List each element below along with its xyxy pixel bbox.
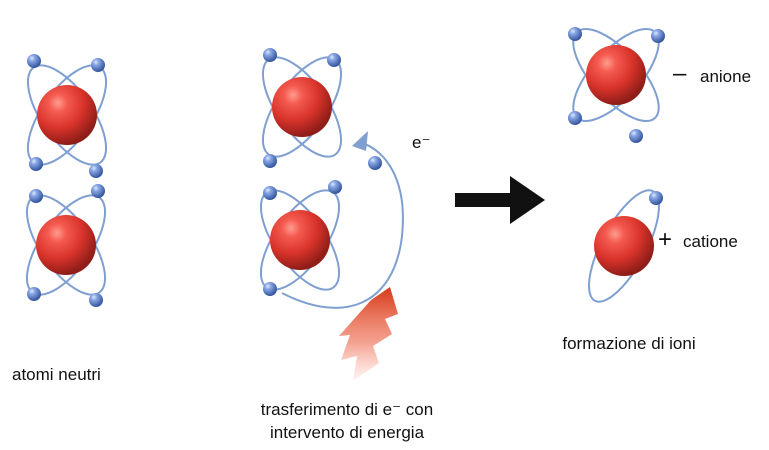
neutral-atom-top-left [26,54,108,178]
cation-atom [588,189,663,303]
ion-formation-label: formazione di ioni [562,334,696,353]
anion-atom [568,27,665,143]
electron-symbol: e⁻ [412,133,431,152]
big-right-arrow-icon [455,176,545,224]
neutral-atoms-label: atomi neutri [12,365,101,384]
lightning-icon [339,287,398,381]
cation-label: catione [683,232,738,251]
electron-transfer-path [281,131,404,309]
transfer-atom-top [261,48,343,168]
electron-transfer-label-line-2: intervento di energia [269,423,425,442]
transfer-atom-bottom [259,156,382,296]
cation-sign: + [658,226,673,253]
electron-transfer-label-line-1: trasferimento di e⁻ con [260,400,434,419]
electron-label: e⁻ [412,133,430,153]
neutral-atom-bottom-left [25,184,107,307]
anion-label: anione [700,67,752,86]
anion-sign: – [673,60,687,87]
